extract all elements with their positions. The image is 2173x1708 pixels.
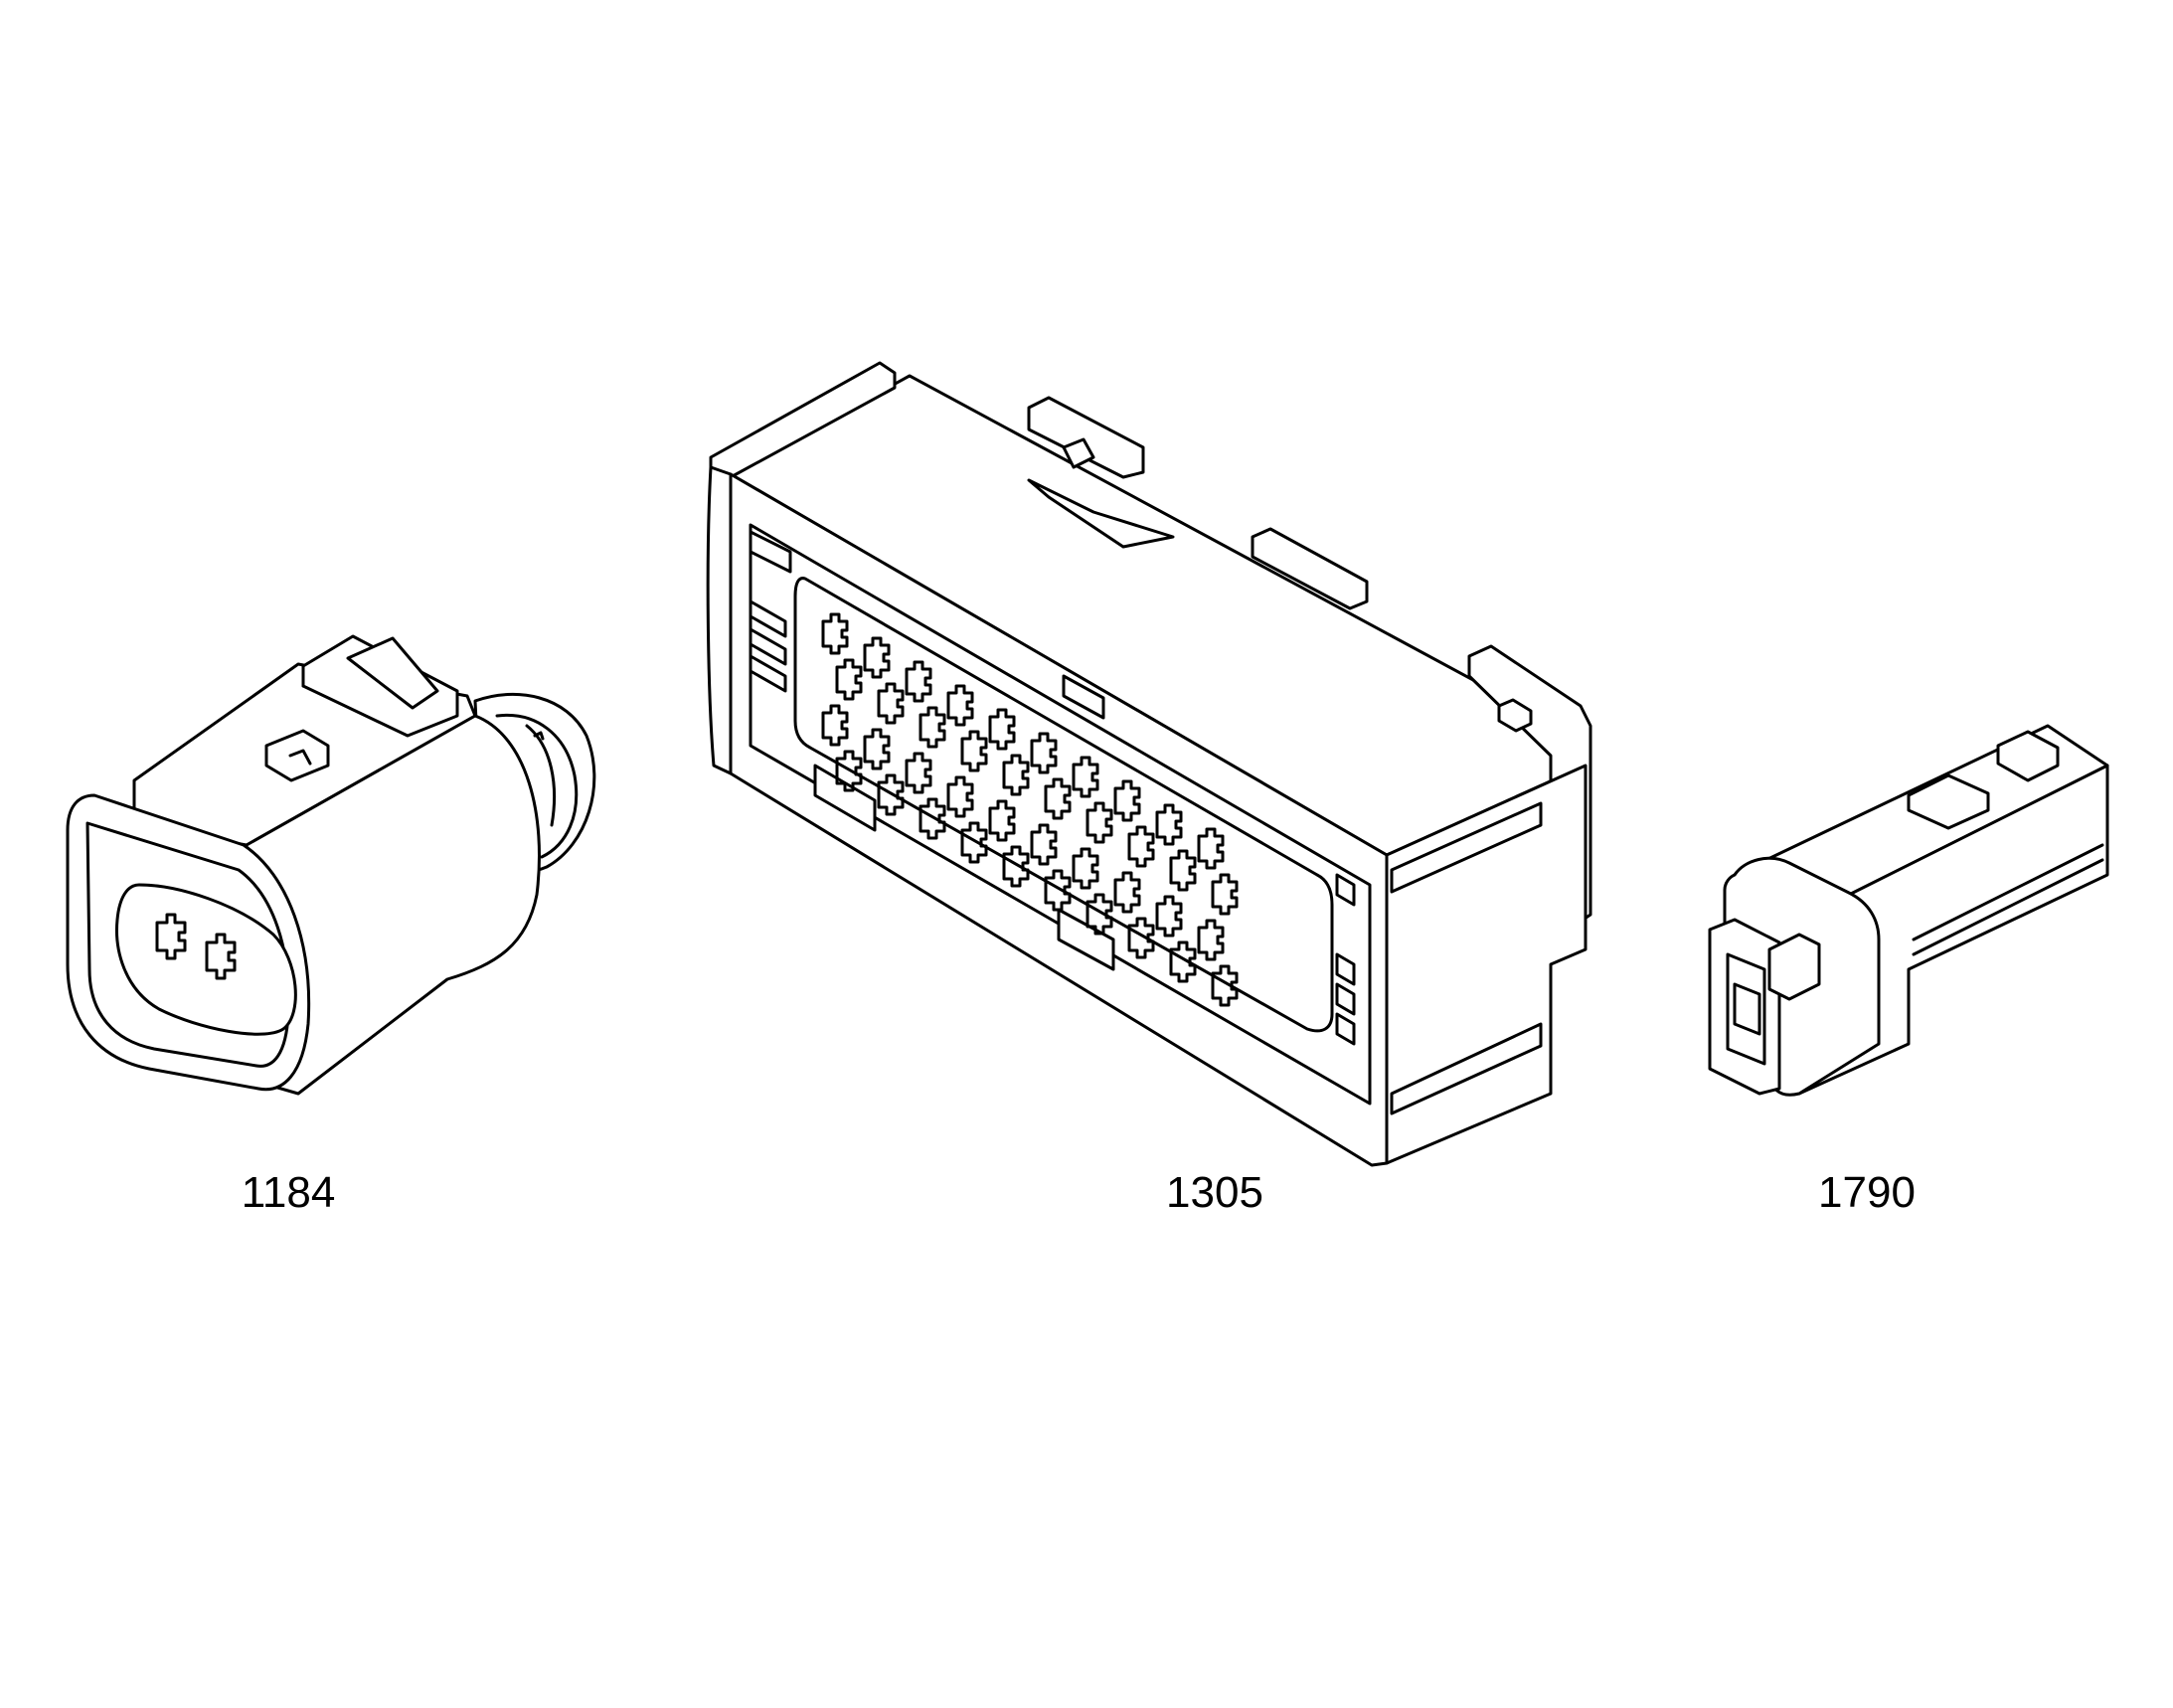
connector-1305-pin xyxy=(988,708,1016,751)
connector-1305-pin xyxy=(1127,917,1155,959)
connector-1305-pin xyxy=(1030,732,1058,774)
connector-label-1790: 1790 xyxy=(1818,1168,1916,1217)
connector-1305-pin xyxy=(1044,869,1072,912)
connector-1790-pin-1 xyxy=(1733,982,1761,1036)
connector-1305-pin xyxy=(1197,827,1225,870)
connector-1305-pin xyxy=(821,704,849,747)
connector-1305-pin xyxy=(821,612,849,655)
connector-1790-latch xyxy=(1907,773,1990,830)
connector-1305-latch xyxy=(1027,396,1145,479)
connector-1305-pin xyxy=(919,797,946,840)
connector-label-1305: 1305 xyxy=(1166,1168,1263,1217)
connector-1305-pin xyxy=(1155,895,1183,938)
connector-1305-pin xyxy=(1086,893,1113,936)
connector-1305-pin xyxy=(946,684,974,727)
connector-1305-pin xyxy=(960,821,988,864)
connector-label-1184: 1184 xyxy=(241,1168,336,1217)
connector-1305-pin xyxy=(1072,756,1099,798)
connector-1305-pin xyxy=(946,775,974,818)
connector-1184-pin-1 xyxy=(155,913,187,960)
connector-1305-pin xyxy=(960,730,988,772)
connector-1305-pin xyxy=(863,728,891,770)
connector-1305-pin xyxy=(835,658,863,701)
connector-1305-pin xyxy=(1211,964,1239,1007)
connector-1305-pin xyxy=(1113,871,1141,914)
connector-1305-pin xyxy=(1030,823,1058,866)
connector-1305-pins xyxy=(821,612,1239,1007)
connector-1305-pin xyxy=(835,750,863,792)
connector-1790-drawing xyxy=(1708,724,2109,1097)
connector-1305-pin xyxy=(1169,940,1197,983)
connector-1305-pin xyxy=(1169,849,1197,892)
connector-1305-pin xyxy=(1002,845,1030,888)
connector-1305-pin xyxy=(905,660,932,703)
connector-1305-pin xyxy=(1211,873,1239,916)
connector-1305-pin xyxy=(1127,825,1155,868)
connector-1305-pin xyxy=(877,682,905,725)
connector-1184-drawing xyxy=(66,634,596,1096)
connector-1305-pin xyxy=(1155,803,1183,846)
connector-1305-pin xyxy=(1072,847,1099,890)
connector-1305-pin xyxy=(919,706,946,749)
connector-1305-pin xyxy=(1197,919,1225,961)
connector-1305-pin xyxy=(1086,801,1113,844)
connector-1184-pin-2 xyxy=(205,933,237,980)
connector-1305-pin xyxy=(988,799,1016,842)
connector-1305-pin xyxy=(863,636,891,679)
connector-1305-pin xyxy=(877,773,905,816)
connector-1305-pin xyxy=(1002,754,1030,796)
connector-1305-pin xyxy=(1044,777,1072,820)
connector-1305-drawing xyxy=(706,361,1592,1167)
connector-1184-window xyxy=(264,729,330,782)
connector-1184-side-face xyxy=(245,714,541,1096)
connector-1305-pin xyxy=(905,752,932,794)
connector-1305-pin xyxy=(1113,779,1141,822)
